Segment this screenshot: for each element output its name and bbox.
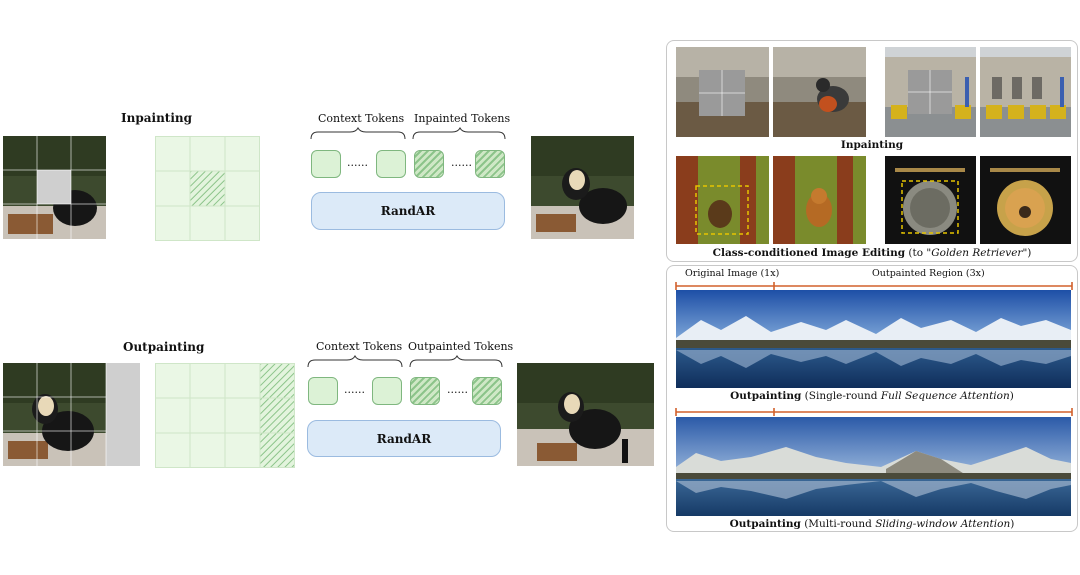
inpainting-context-label: Context Tokens <box>318 112 405 125</box>
editing-caption-post: ") <box>1022 247 1032 259</box>
inpainting-output-image <box>531 136 634 239</box>
inpainting-context-token <box>376 150 406 178</box>
inpainting-examples-caption: Inpainting <box>666 139 1078 151</box>
outpainting-braces <box>307 355 503 368</box>
outpainted-region-label: Outpainted Region (3x) <box>872 268 985 279</box>
outpainting-context-token <box>308 377 338 405</box>
editing-caption: Class-conditioned Image Editing (to "Gol… <box>666 247 1078 259</box>
inpainting-target-token <box>414 150 444 178</box>
tree-edited-image <box>773 156 866 244</box>
gong-edited-image <box>980 156 1071 244</box>
outpainting-target-token <box>472 377 502 405</box>
inpainting-examples-caption-text: Inpainting <box>840 139 904 151</box>
outpainting-target-label: Outpainted Tokens <box>408 340 514 353</box>
full-attention-caption-italic: Full Sequence Attention <box>880 390 1010 402</box>
sliding-window-caption-post: ) <box>1010 518 1015 530</box>
inpainting-target-token <box>475 150 505 178</box>
outpainting-context-dots: ...... <box>344 383 365 396</box>
outpainting-input-image <box>3 363 140 466</box>
full-attention-caption-bold: Outpainting <box>730 390 802 402</box>
outpainting-title: Outpainting <box>123 340 205 354</box>
gong-masked-image <box>885 156 976 244</box>
inpainting-target-dots: ...... <box>451 156 472 169</box>
outpainting-context-label: Context Tokens <box>316 340 403 353</box>
building-filled-image <box>980 47 1071 137</box>
outpainting-target-token <box>410 377 440 405</box>
original-image-label: Original Image (1x) <box>685 268 780 279</box>
inpainting-target-label: Inpainted Tokens <box>414 112 511 125</box>
inpainting-token-grid <box>155 136 260 241</box>
region-arrows-top <box>675 282 1073 290</box>
outpainting-randar-model: RandAR <box>307 420 501 457</box>
full-attention-caption-post: ) <box>1009 390 1014 402</box>
robin-masked-image <box>676 47 769 137</box>
inpainting-braces <box>310 127 506 140</box>
panorama-sliding-window <box>676 417 1071 516</box>
editing-caption-bold: Class-conditioned Image Editing <box>712 247 906 259</box>
editing-caption-italic: Golden Retriever <box>931 247 1023 259</box>
sliding-window-caption-bold: Outpainting <box>729 518 801 530</box>
tree-masked-image <box>676 156 769 244</box>
outpainting-output-image <box>517 363 654 466</box>
inpainting-randar-model: RandAR <box>311 192 505 230</box>
inpainting-context-dots: ...... <box>347 156 368 169</box>
sliding-window-caption-italic: Sliding-window Attention <box>875 518 1011 530</box>
inpainting-context-token <box>311 150 341 178</box>
outpainting-context-token <box>372 377 402 405</box>
inpainting-input-image <box>3 136 106 239</box>
sliding-window-caption-pre: (Multi-round <box>800 518 876 530</box>
editing-caption-pre: (to " <box>905 247 932 259</box>
panorama-full-attention <box>676 290 1071 388</box>
sliding-window-caption: Outpainting (Multi-round Sliding-window … <box>666 518 1078 530</box>
building-masked-image <box>885 47 976 137</box>
outpainting-target-dots: ...... <box>447 383 468 396</box>
outpainting-token-grid <box>155 363 295 468</box>
full-attention-caption-pre: (Single-round <box>801 390 881 402</box>
inpainting-title: Inpainting <box>121 111 193 125</box>
region-arrows-bottom <box>675 408 1073 416</box>
full-attention-caption: Outpainting (Single-round Full Sequence … <box>666 390 1078 402</box>
robin-filled-image <box>773 47 866 137</box>
